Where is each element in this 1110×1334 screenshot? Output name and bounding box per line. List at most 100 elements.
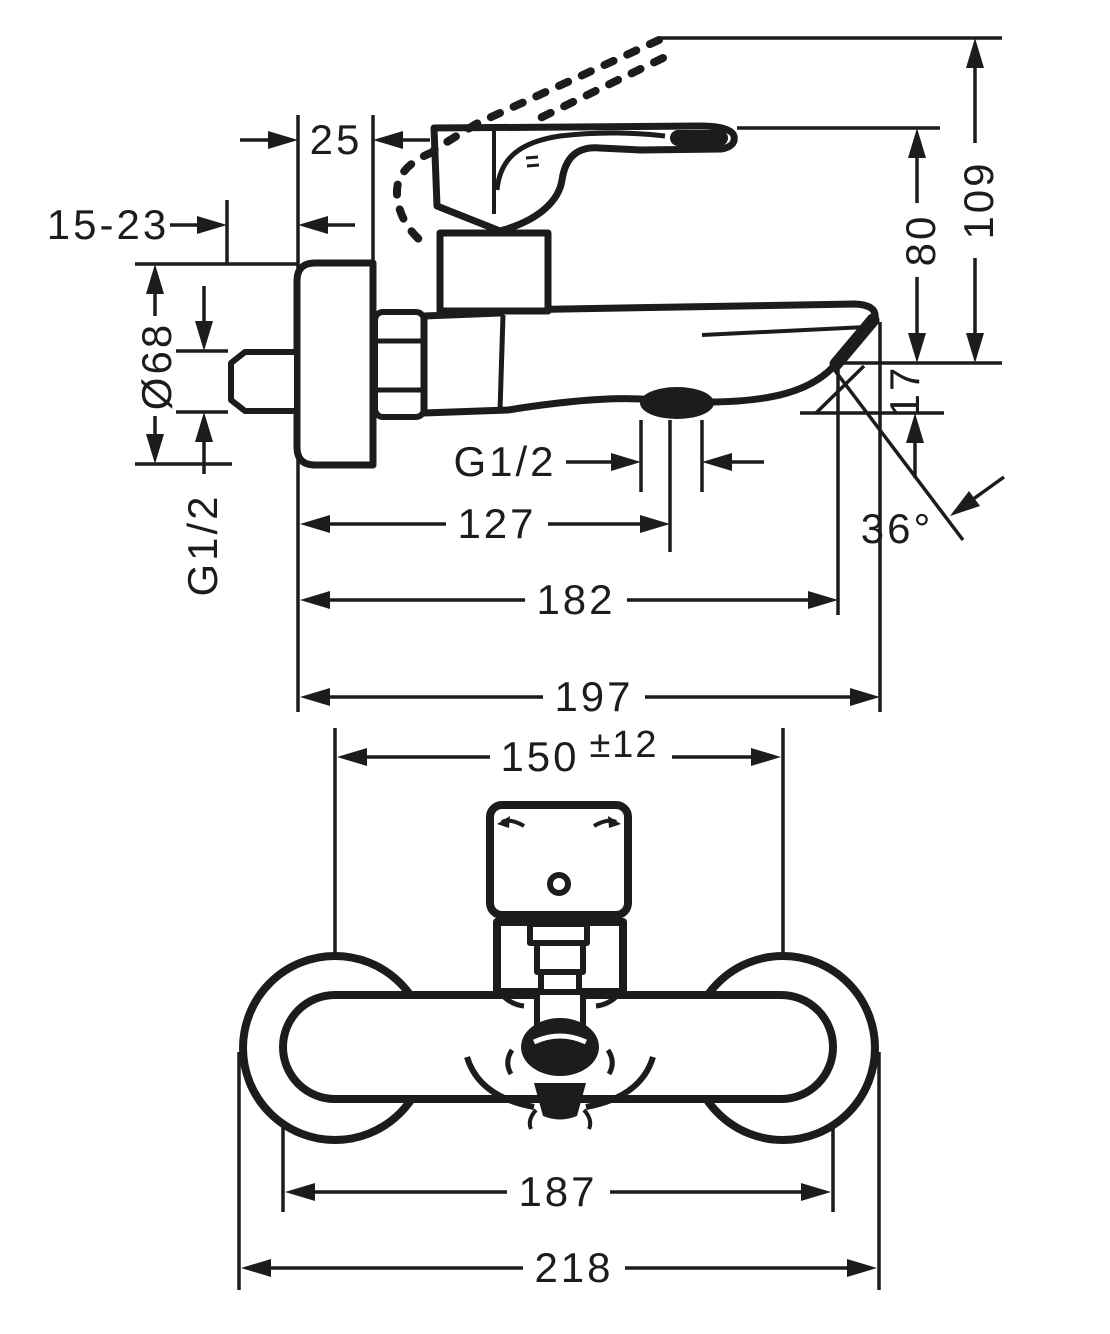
dimension-spout-center-reach: 127 [300,500,670,547]
arrowhead [195,412,213,442]
arrowhead [640,515,670,533]
dimension-escutcheon-diameter: Ø68 [133,264,180,464]
dimension-wall-thread: G1/2 [179,286,226,597]
arrowhead [285,1183,315,1201]
arrowhead [808,591,838,609]
spout-inner-contour [701,325,867,337]
arrowhead [950,491,980,516]
dimension-escutcheon-depth: 25 [240,116,430,163]
arrowhead [847,1259,877,1277]
shower-outlet-bump [640,387,714,419]
dim-label-wall-distance: 15-23 [47,201,169,248]
arrowhead [906,413,924,443]
dimension-tip-drop: 17 [881,365,928,478]
arrowhead [801,1183,831,1201]
dimension-outlet-thread: G1/2 [453,438,764,485]
arrowhead [241,1259,271,1277]
union-nut-body [372,309,427,420]
dim-label-overall-projection: 197 [554,673,633,720]
dim-label-overall-width: 218 [534,1244,613,1291]
side-view: 25 15-23 Ø68 G1/2 [47,36,1006,720]
spout-arc-right [585,1056,656,1110]
dim-label-handle-height: 80 [897,214,944,267]
handle-top-plate [486,801,632,919]
spout-tip-top [534,1083,586,1120]
top-view: 150 ±12 187 218 [237,724,881,1291]
outlet-highlight [532,1033,588,1045]
arrowhead [850,688,880,706]
arrowhead [608,816,621,828]
arrowhead [195,321,213,351]
dim-label-spout-reach: 182 [536,576,615,623]
body-edge-flick-left [502,995,525,1009]
arrowhead [197,216,227,234]
mixer-body-and-spout [420,300,880,419]
escutcheon-side [293,259,377,469]
dimension-body-length: 187 [285,1168,831,1215]
arrowhead [966,38,984,68]
arrowhead [300,515,330,533]
handle-side [430,122,738,235]
dim-label-wall-thread: G1/2 [179,493,226,596]
dim-label-outlet-angle: 36° [861,505,934,552]
dimension-overall-width: 218 [241,1244,877,1291]
handle-neck-step-2 [534,940,586,975]
dim-label-body-length: 187 [518,1168,597,1215]
arrowhead [908,128,926,158]
arrowhead [373,131,403,149]
union-nut [372,309,427,420]
handle-outline [430,122,738,235]
handle-mark-2 [526,163,540,168]
dimension-overall-projection: 197 [300,673,880,720]
arrowhead [497,816,510,828]
side-view-extension-lines [135,36,1002,712]
dim-label-escutcheon-diameter: Ø68 [133,322,180,410]
arrowhead [268,131,298,149]
outlet-angle-line [828,362,965,542]
spout-arc-left [464,1056,535,1110]
cartridge-housing [436,229,552,315]
arrowhead [146,264,164,294]
spout-cut-face [829,313,880,371]
handle-mark-1 [525,155,539,160]
dim-label-outlet-thread: G1/2 [453,438,556,485]
arrowhead [298,216,328,234]
dimension-handle-height: 80 [897,128,944,363]
arrowhead [702,453,732,471]
dim-label-connection-tolerance: ±12 [589,724,658,766]
spout-outlet-top [521,1018,599,1076]
raised-handle-back-arc [392,148,437,247]
dimension-overall-height: 109 [955,38,1002,363]
raised-handle-bottom-edge [530,54,667,125]
wall-nipple [228,349,300,414]
arrowhead [337,748,367,766]
dim-label-tip-drop: 17 [881,365,928,418]
handle-raised-dashed [392,36,667,247]
outlet-flick-right [605,1048,615,1076]
handle-inner-sweep [494,130,666,191]
spout-cut-face-extension [814,364,866,415]
spout-top [464,989,656,1130]
dimension-connection-spacing: 150 ±12 [337,724,781,780]
dim-label-overall-height: 109 [955,160,1002,239]
arrowhead [611,453,641,471]
arrowhead [300,688,330,706]
handle-indicator-hole [547,872,571,896]
raised-handle-top-edge [430,36,663,154]
dimension-outlet-angle: 36° [861,475,1006,552]
dim-label-spout-center-reach: 127 [457,500,536,547]
arrowhead [146,434,164,464]
body-contour-line [497,314,506,412]
arrowhead [300,591,330,609]
arrowhead [751,748,781,766]
dimension-spout-reach: 182 [300,576,838,623]
outlet-flick-left [505,1048,515,1076]
dim-label-escutcheon-depth: 25 [310,116,363,163]
handle-top [486,801,632,996]
tip-curl-left [527,1108,538,1130]
dimension-wall-distance: 15-23 [47,201,355,248]
arrowhead [966,333,984,363]
arrowhead [908,333,926,363]
